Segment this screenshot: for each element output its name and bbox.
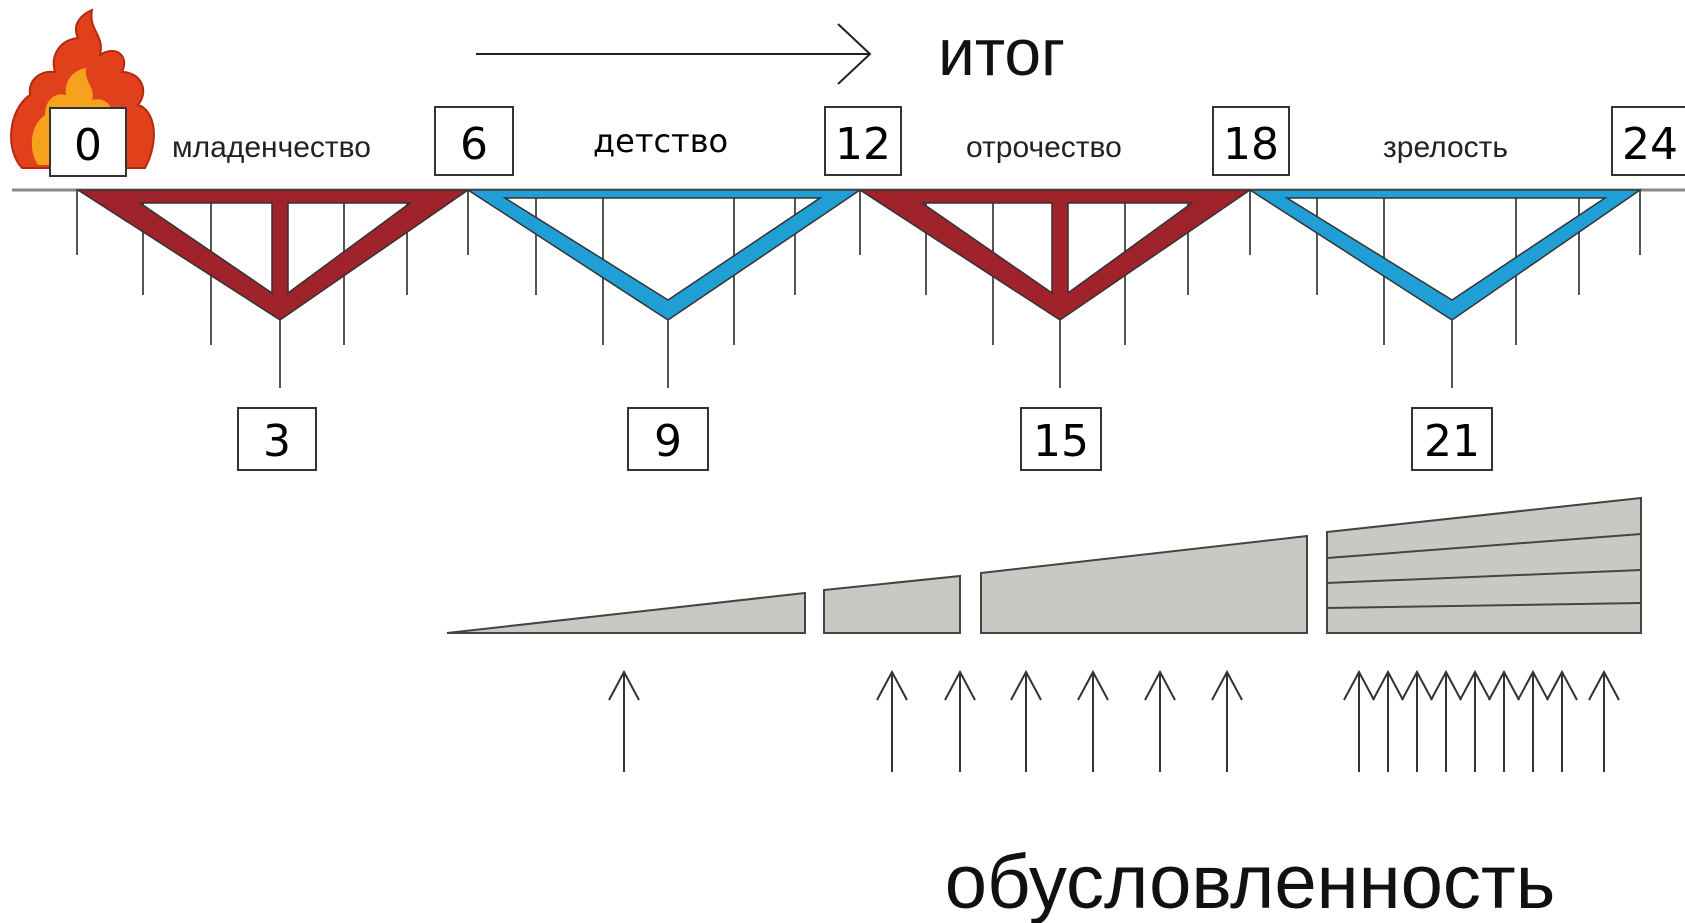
age-box-21: 21	[1411, 407, 1493, 471]
triangle-childhood	[465, 189, 863, 388]
svg-text:18: 18	[1223, 119, 1279, 170]
arrow-up-icon	[1488, 669, 1520, 772]
age-box-3: 3	[237, 407, 317, 471]
arrow-up-icon	[1588, 669, 1620, 772]
footer-label: обусловленность	[945, 840, 1556, 923]
triangle-infancy	[75, 189, 471, 388]
arrow-up-icon	[1372, 669, 1404, 772]
arrow-up-icon	[1459, 669, 1491, 772]
age-box-15: 15	[1020, 407, 1102, 471]
wedge-blocks	[446, 496, 1642, 634]
svg-text:15: 15	[1033, 416, 1089, 467]
arrow-up-icon	[608, 669, 640, 772]
age-box-9: 9	[627, 407, 709, 471]
svg-text:9: 9	[654, 416, 682, 467]
triangle-maturity	[1247, 189, 1643, 388]
arrow-up-icon	[1343, 669, 1375, 772]
period-label-adolescence: отрочество	[966, 131, 1122, 164]
svg-text:3: 3	[263, 416, 291, 467]
heading: итог	[938, 15, 1065, 89]
age-box-0: 0	[49, 107, 127, 177]
age-box-24: 24	[1611, 106, 1685, 176]
wedge-block-3	[980, 534, 1308, 634]
wedge-block-4	[1326, 496, 1642, 634]
arrow-up-icon	[1401, 669, 1433, 772]
period-label-maturity: зрелость	[1383, 131, 1508, 164]
arrow-up-icon	[608, 669, 1620, 772]
svg-text:21: 21	[1424, 416, 1480, 467]
arrow-up-icon	[1144, 669, 1176, 772]
arrow-up-icon	[1517, 669, 1549, 772]
arrow-up-icon	[1430, 669, 1462, 772]
wedge-block-2	[823, 574, 961, 634]
age-box-18: 18	[1212, 106, 1290, 176]
period-label-infancy: младенчество	[172, 131, 371, 164]
svg-text:12: 12	[835, 119, 891, 170]
wedge-block-1	[446, 591, 806, 634]
svg-text:6: 6	[460, 119, 488, 170]
triangle-adolescence	[857, 189, 1253, 388]
tick-marks	[76, 190, 1641, 345]
svg-text:24: 24	[1622, 119, 1678, 170]
period-label-childhood: детство	[593, 122, 728, 160]
arrow-up-icon	[1010, 669, 1042, 772]
arrow-up-icon	[876, 669, 908, 772]
svg-text:0: 0	[74, 120, 102, 171]
arrow-up-icon	[1077, 669, 1109, 772]
age-box-12: 12	[824, 106, 902, 176]
arrow-up-icon	[944, 669, 976, 772]
arrow-right-icon	[476, 23, 872, 85]
age-box-6: 6	[434, 106, 514, 176]
arrow-up-icon	[1211, 669, 1243, 772]
arrow-up-icon	[1546, 669, 1578, 772]
